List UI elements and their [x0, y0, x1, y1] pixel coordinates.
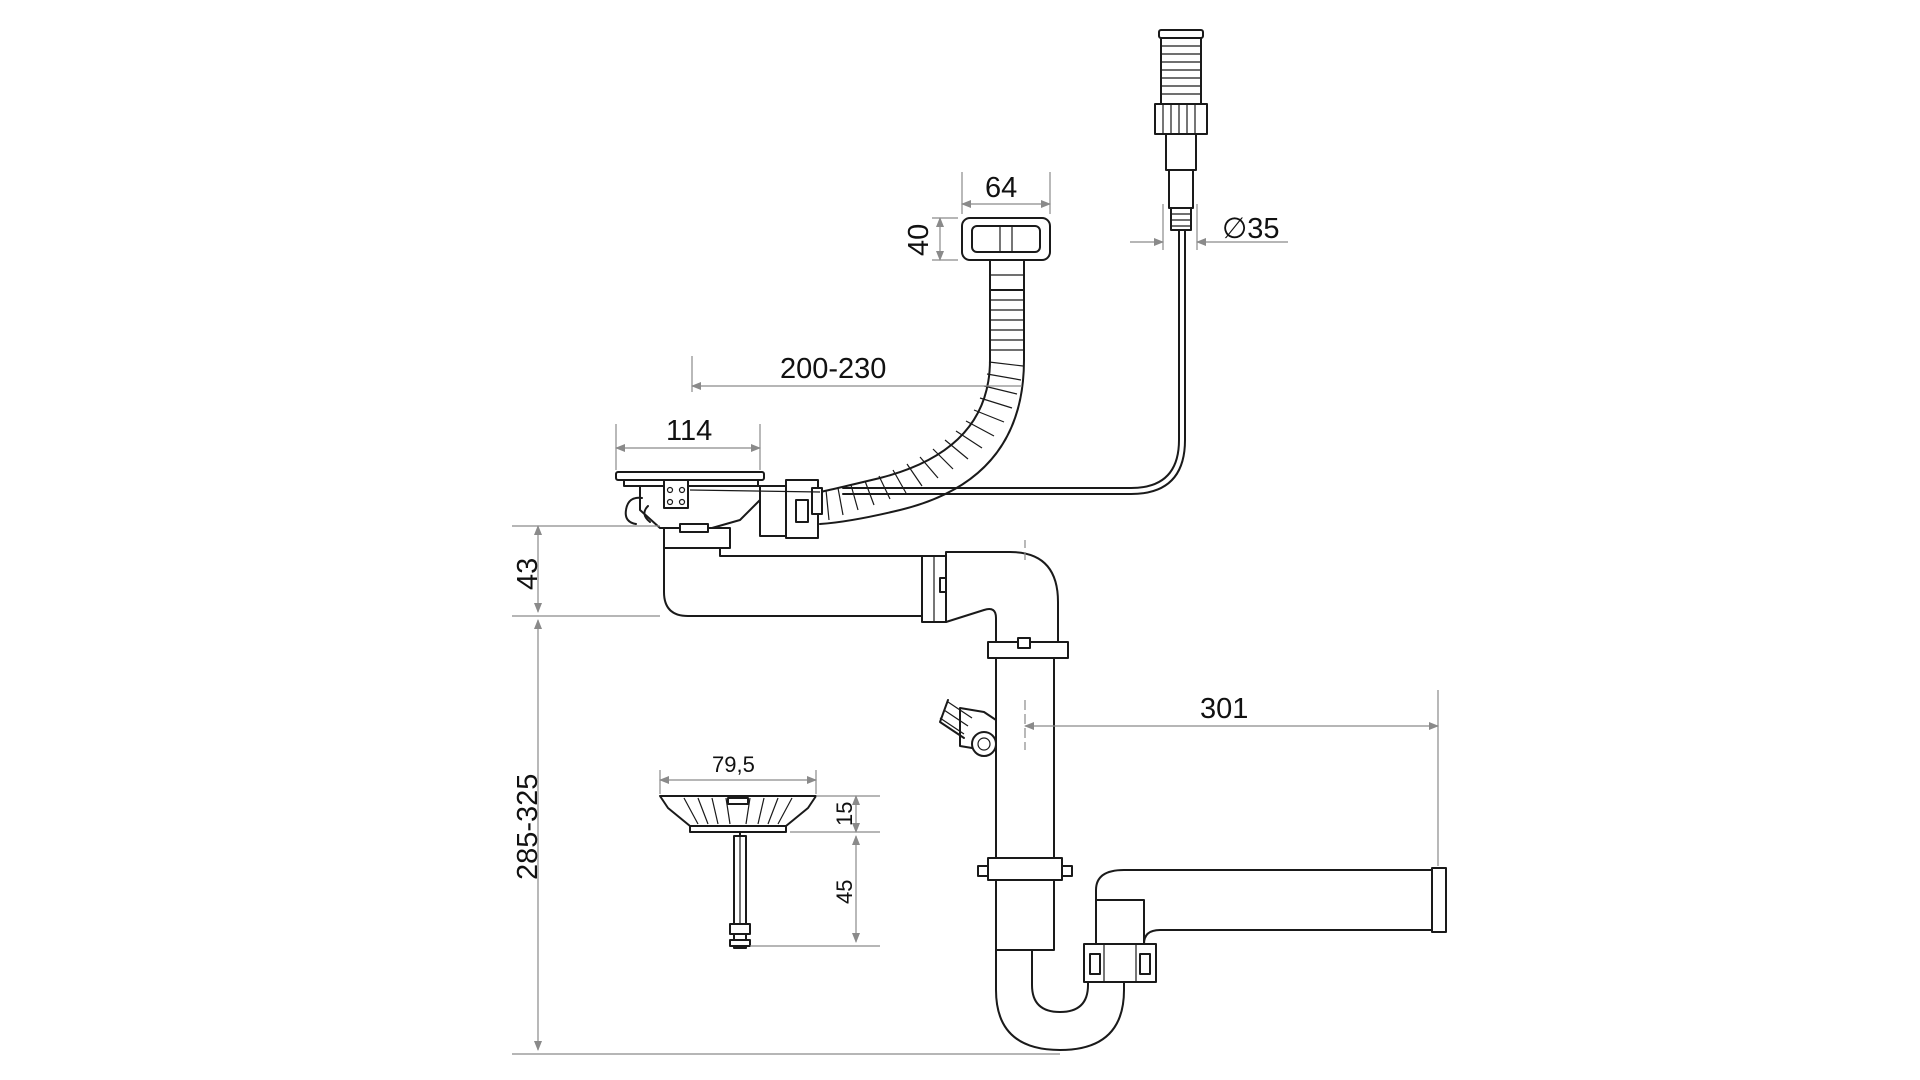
siphon-assembly [939, 637, 1447, 1051]
overflow-outlet [961, 217, 1051, 291]
outlet-width-label: 64 [985, 172, 1017, 204]
stem-length-label: 45 [832, 880, 857, 904]
outlet-height-dimension: 40 [903, 217, 958, 261]
outlet-drop-label: 43 [512, 558, 544, 590]
outlet-drop-dimension: 43 [512, 525, 660, 617]
strainer-basket [659, 795, 817, 949]
hose-length-dimension: 200-230 [691, 353, 1022, 392]
hose-length-label: 200-230 [780, 353, 886, 385]
button-diameter-label: ∅35 [1222, 213, 1280, 245]
basket-height-label: 15 [832, 802, 857, 826]
siphon-height-label: 285-325 [512, 774, 544, 880]
outlet-height-label: 40 [903, 224, 935, 256]
stem-length-dimension: 45 [750, 835, 880, 947]
outlet-width-dimension: 64 [961, 172, 1051, 214]
siphon-height-dimension: 285-325 [512, 619, 1060, 1055]
strainer-width-label: 114 [666, 415, 712, 447]
horizontal-drain-pipe [663, 547, 1059, 643]
corrugated-hose [819, 289, 1025, 525]
strainer-width-dimension: 114 [615, 415, 761, 470]
basket-diameter-dimension: 79,5 [659, 752, 817, 794]
outlet-pipe-length-label: 301 [1200, 693, 1248, 725]
basket-height-dimension: 15 [790, 795, 880, 833]
basket-diameter-label: 79,5 [712, 752, 755, 777]
push-button-assembly [842, 29, 1208, 495]
strainer-body [615, 471, 823, 549]
button-diameter-dimension: ∅35 [1130, 204, 1288, 250]
outlet-pipe-length-dimension: 301 [1024, 690, 1439, 866]
